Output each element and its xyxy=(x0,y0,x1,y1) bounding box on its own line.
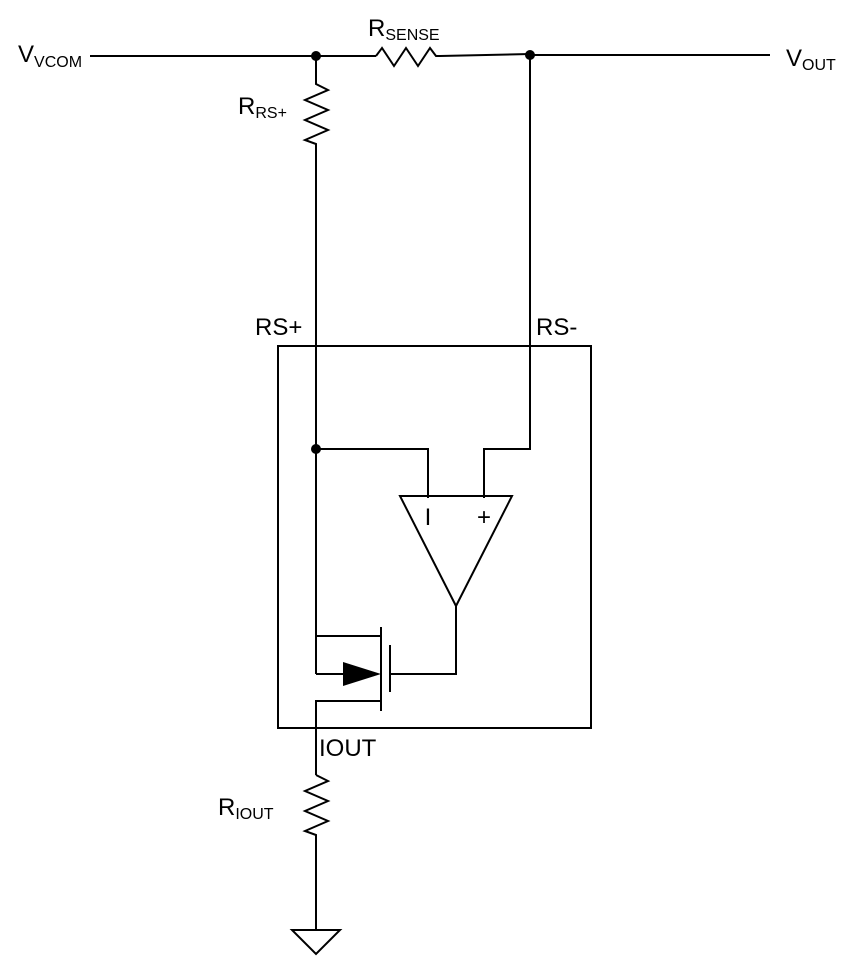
wire-source xyxy=(315,700,381,775)
diode-arrow-icon xyxy=(343,662,381,686)
ground-icon xyxy=(289,929,343,956)
wire-opamp-minus xyxy=(316,448,429,498)
rrs-resistor xyxy=(302,56,331,449)
rsense-resistor xyxy=(375,46,531,68)
label-vvcom: VVCOM xyxy=(18,41,82,71)
wire-rs-minus xyxy=(483,55,531,498)
wire-drain xyxy=(315,449,381,674)
wire-gate xyxy=(390,606,457,675)
ic-package xyxy=(277,345,592,729)
opamp-plus-label: + xyxy=(477,504,491,531)
pin-iout: IOUT xyxy=(319,735,377,762)
opamp-minus-label: I xyxy=(425,504,432,531)
pin-rs-plus: RS+ xyxy=(255,314,302,341)
label-rsense: RSENSE xyxy=(368,15,440,44)
label-riout: RIOUT xyxy=(218,794,274,823)
opamp-triangle xyxy=(398,495,514,609)
label-vout: VOUT xyxy=(786,45,836,74)
label-rrs: RRS+ xyxy=(238,93,287,122)
riout-resistor xyxy=(302,774,331,930)
pin-rs-minus: RS- xyxy=(536,314,577,341)
